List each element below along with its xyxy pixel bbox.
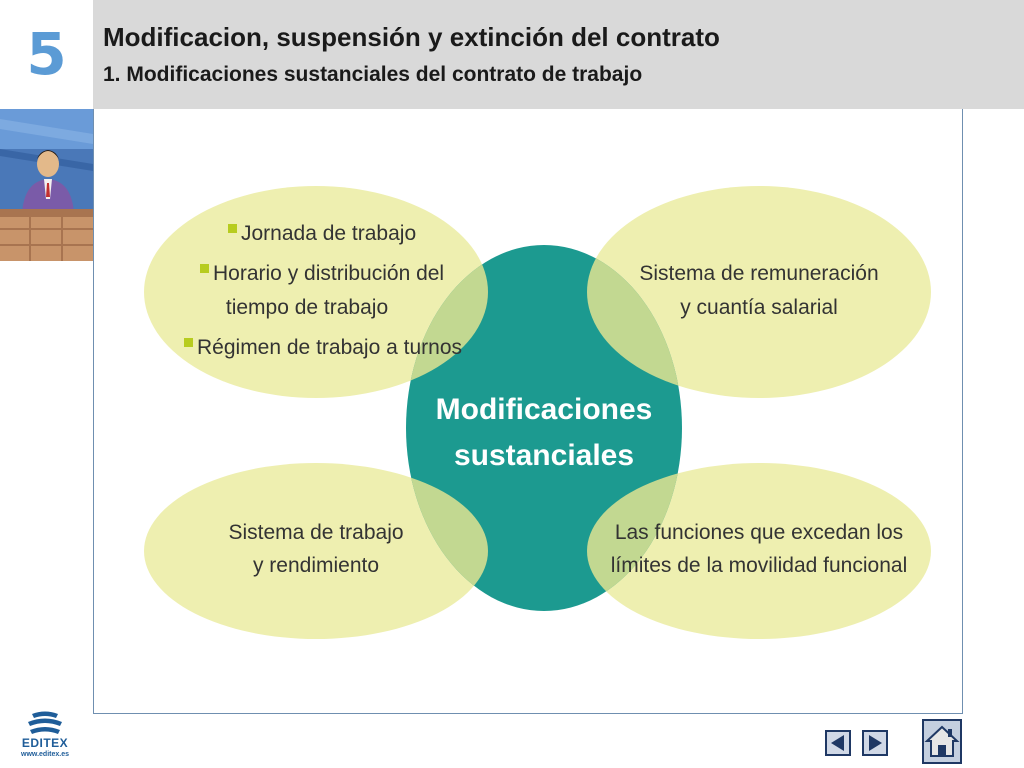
venn-diagram: Modificaciones sustanciales Jornada de t… <box>144 186 931 639</box>
content-frame: Modificaciones sustanciales Jornada de t… <box>93 109 963 714</box>
home-button[interactable] <box>922 719 962 764</box>
editex-logo <box>28 711 62 734</box>
top-right-label-line1: Sistema de remuneración <box>639 262 878 285</box>
header-bar <box>93 0 1024 109</box>
bottom-left-label-line1: Sistema de trabajo <box>228 521 403 544</box>
speaker-illustration <box>0 109 93 261</box>
bullet-icon <box>200 264 209 273</box>
logo-text: EDITEX <box>21 736 69 750</box>
ellipse-top-left <box>144 186 488 398</box>
bullet-icon <box>184 338 193 347</box>
bullet-icon <box>228 224 237 233</box>
center-label-line2: sustanciales <box>454 439 634 472</box>
ellipse-bottom-left <box>144 463 488 639</box>
list-item: Jornada de trabajo <box>241 222 416 245</box>
bottom-left-label-line2: y rendimiento <box>253 554 379 577</box>
center-label-line1: Modificaciones <box>436 393 653 426</box>
logo-url: www.editex.es <box>21 751 69 758</box>
bottom-right-label-line1: Las funciones que excedan los <box>615 521 903 544</box>
prev-button[interactable] <box>825 730 851 756</box>
arrow-right-icon <box>869 735 882 751</box>
top-right-label-line2: y cuantía salarial <box>680 296 838 319</box>
ellipse-top-right <box>587 186 931 398</box>
list-item: Régimen de trabajo a turnos <box>197 336 462 359</box>
chapter-box: 5 <box>0 0 93 109</box>
next-button[interactable] <box>862 730 888 756</box>
ellipse-bottom-right <box>587 463 931 639</box>
bottom-right-label-line2: límites de la movilidad funcional <box>611 554 907 577</box>
arrow-left-icon <box>831 735 844 751</box>
list-item-continuation: tiempo de trabajo <box>226 296 388 319</box>
list-item: Horario y distribución del <box>213 262 444 285</box>
page-title: Modificacion, suspensión y extinción del… <box>103 22 720 52</box>
chapter-number: 5 <box>26 20 67 88</box>
page-subtitle: 1. Modificaciones sustanciales del contr… <box>103 63 643 86</box>
home-icon <box>924 725 960 757</box>
